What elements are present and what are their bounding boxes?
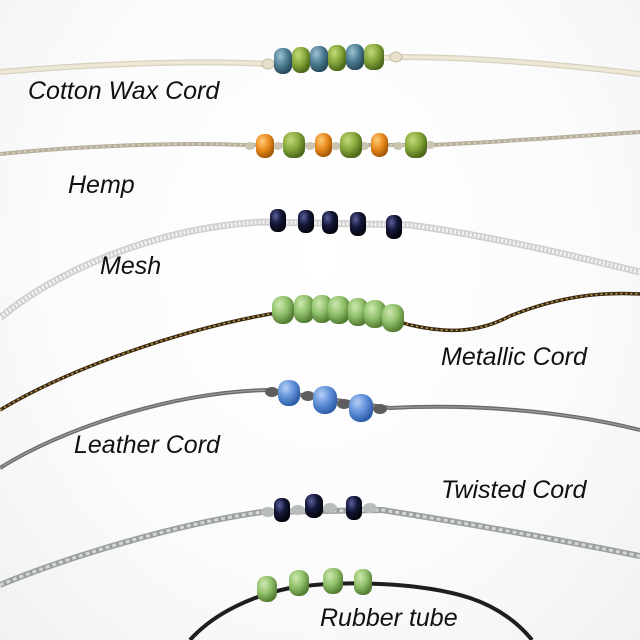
bead	[346, 496, 362, 520]
cord-knot	[393, 142, 403, 150]
bead	[283, 132, 305, 158]
label-cotton-wax-cord: Cotton Wax Cord	[28, 77, 220, 105]
bead	[289, 570, 309, 596]
cord-knot	[389, 51, 403, 63]
bead	[274, 498, 290, 522]
bead	[305, 494, 323, 518]
bead	[364, 300, 386, 328]
rubber-tube-strand	[188, 568, 534, 640]
cord-knot	[425, 141, 435, 149]
bead	[256, 134, 274, 158]
cord-knot	[273, 142, 283, 150]
label-leather-cord: Leather Cord	[74, 431, 220, 459]
bead	[322, 211, 338, 234]
bead	[364, 44, 384, 70]
bead	[270, 209, 286, 232]
cord-knot	[261, 507, 275, 517]
bead	[257, 576, 277, 602]
label-metallic-cord: Metallic Cord	[441, 343, 587, 371]
bead	[354, 569, 372, 595]
bead	[323, 568, 343, 594]
bead	[371, 133, 388, 157]
cord-knot	[337, 399, 351, 409]
label-rubber-tube: Rubber tube	[320, 604, 458, 632]
bead	[292, 47, 310, 73]
bead	[278, 380, 300, 406]
label-hemp: Hemp	[68, 171, 135, 199]
cord-knot	[301, 391, 315, 401]
bead	[349, 394, 373, 422]
bead	[315, 133, 332, 157]
label-twisted-cord: Twisted Cord	[441, 476, 587, 504]
cord-knot	[363, 503, 377, 513]
bead	[274, 48, 292, 74]
bead	[405, 132, 427, 158]
bead	[294, 295, 314, 323]
bead	[328, 45, 346, 71]
bead	[328, 296, 350, 324]
leather-cord-strand	[0, 380, 640, 470]
hemp-strand	[0, 130, 640, 158]
bead	[272, 296, 294, 324]
cord-knot	[265, 387, 279, 397]
bead	[350, 212, 366, 236]
label-mesh: Mesh	[100, 252, 162, 280]
cord-knot	[331, 142, 341, 150]
bead	[346, 44, 364, 70]
bead	[348, 298, 368, 326]
bead	[382, 304, 404, 332]
twisted-cord-strand	[0, 494, 640, 588]
cord-knot	[373, 404, 387, 414]
cord-knot	[261, 58, 275, 70]
bead	[310, 46, 328, 72]
cord-knot	[323, 503, 337, 513]
cotton-wax-cord-strand	[0, 44, 640, 77]
cord-knot	[245, 142, 255, 150]
bead	[313, 386, 337, 414]
bead	[298, 210, 314, 233]
cord-knot	[305, 142, 315, 150]
bead	[312, 295, 332, 323]
cord-knot	[291, 505, 305, 515]
bead	[386, 215, 402, 239]
bead	[340, 132, 362, 158]
mesh-strand	[0, 209, 640, 321]
metallic-cord-strand	[0, 291, 640, 412]
